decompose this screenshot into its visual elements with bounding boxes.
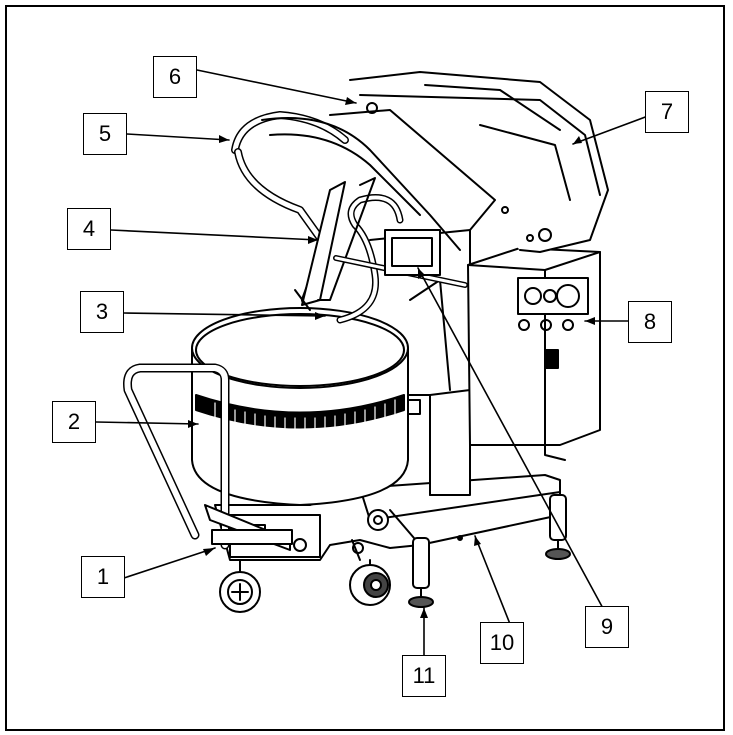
callout-11: 11 <box>402 655 446 697</box>
callout-8: 8 <box>628 301 672 343</box>
lid-detail <box>385 230 440 275</box>
callout-4: 4 <box>67 208 111 250</box>
callout-5: 5 <box>83 113 127 155</box>
callout-10: 10 <box>480 622 524 664</box>
callout-2: 2 <box>52 401 96 443</box>
callout-1: 1 <box>81 556 125 598</box>
callout-3: 3 <box>80 291 124 333</box>
callout-6: 6 <box>153 56 197 98</box>
mixer-head <box>330 72 608 252</box>
callout-7: 7 <box>645 91 689 133</box>
callout-9: 9 <box>585 606 629 648</box>
control-box <box>468 248 600 460</box>
